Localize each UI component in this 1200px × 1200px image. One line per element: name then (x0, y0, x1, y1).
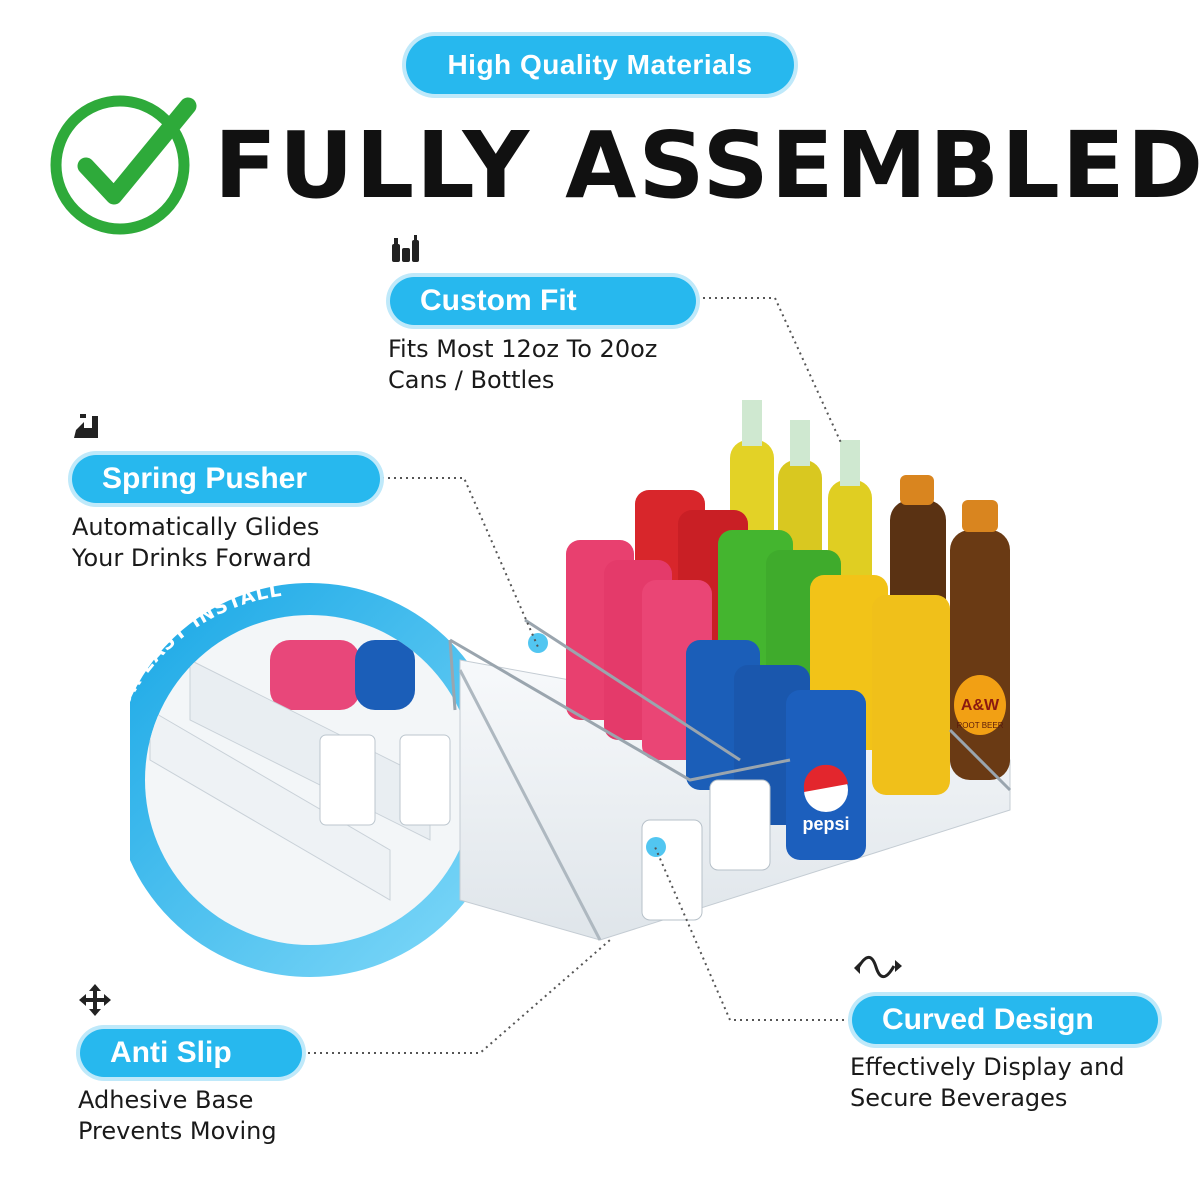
feature-title-curved-design: Curved Design (852, 996, 1158, 1044)
curved-design-line1: Effectively Display and (850, 1053, 1125, 1081)
page-title: FULLY ASSEMBLED (214, 112, 1200, 219)
pepsi-label: pepsi (802, 814, 849, 834)
zoom-detail: FULLY ASSEMBLED FOR EASY INSTALL (130, 579, 507, 977)
bottles-icon (388, 232, 422, 266)
move-arrows-icon (78, 983, 112, 1017)
custom-fit-line1: Fits Most 12oz To 20oz (388, 335, 658, 363)
cans: pepsi (566, 490, 950, 860)
aw-label: A&W (961, 697, 1000, 714)
product-illustration: FULLY ASSEMBLED FOR EASY INSTALL A&W ROO… (130, 380, 1090, 1000)
feature-desc-custom-fit: Fits Most 12oz To 20oz Cans / Bottles (388, 334, 657, 396)
feature-title-anti-slip: Anti Slip (80, 1029, 302, 1077)
anti-slip-line2: Prevents Moving (78, 1117, 277, 1145)
feature-desc-curved-design: Effectively Display and Secure Beverages (850, 1052, 1124, 1114)
custom-fit-line2: Cans / Bottles (388, 366, 555, 394)
aw-sub-label: ROOT BEER (957, 721, 1004, 730)
materials-banner: High Quality Materials (406, 36, 794, 94)
spring-pusher-line2: Your Drinks Forward (72, 544, 312, 572)
anti-slip-line1: Adhesive Base (78, 1086, 254, 1114)
feature-desc-anti-slip: Adhesive Base Prevents Moving (78, 1085, 277, 1147)
spring-pusher-line1: Automatically Glides (72, 513, 320, 541)
curved-design-line2: Secure Beverages (850, 1084, 1068, 1112)
check-icon (48, 90, 198, 240)
feature-title-spring-pusher: Spring Pusher (72, 455, 380, 503)
wave-arrows-icon (852, 950, 906, 984)
feature-desc-spring-pusher: Automatically Glides Your Drinks Forward (72, 512, 319, 574)
feature-title-custom-fit: Custom Fit (390, 277, 696, 325)
pusher-icon (72, 410, 106, 444)
